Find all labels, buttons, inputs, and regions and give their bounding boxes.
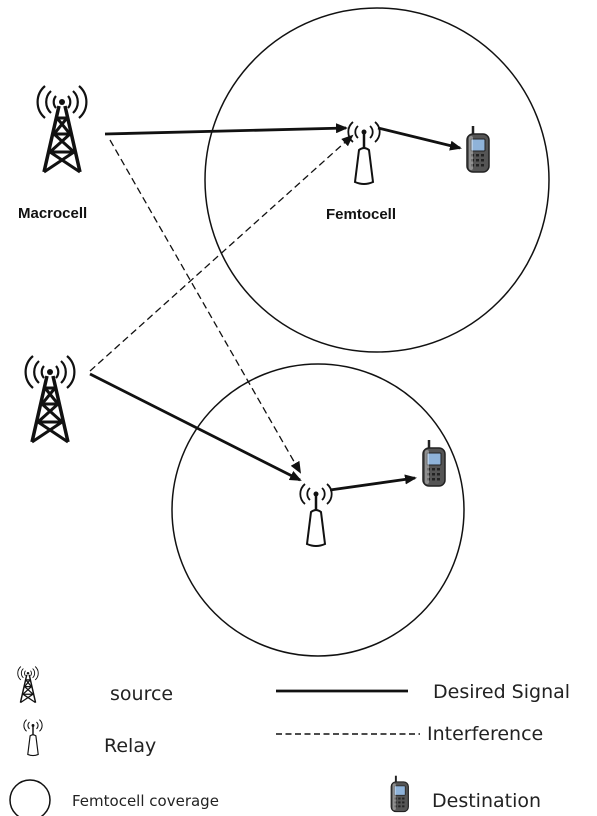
femtocell-coverage-bottom [171, 363, 465, 657]
desired-signal-bottom-relay-to-phone [329, 474, 417, 492]
bottom-phone-icon [421, 438, 447, 488]
legend-source-icon [17, 665, 39, 704]
legend-destination-icon [390, 774, 410, 813]
femtocell-coverage-top [204, 7, 550, 353]
legend-source-label: source [110, 683, 173, 705]
second-tower-icon [23, 354, 77, 444]
interference-line-macro-to-bottom-relay [109, 139, 301, 474]
legend: source Relay Femtocell coverage Desired … [9, 665, 570, 816]
desired-signal-top-relay-to-phone [377, 126, 462, 151]
desired-signal-bottom-tower-to-relay [89, 372, 302, 482]
macrocell-label: Macrocell [18, 205, 87, 222]
macrocell-tower-icon [35, 84, 89, 174]
desired-signal-macro-to-top-relay [104, 123, 348, 136]
femtocell-label: Femtocell [326, 206, 396, 223]
legend-interference-label: Interference [427, 723, 543, 745]
top-relay-icon [347, 120, 381, 186]
legend-desired-label: Desired Signal [433, 681, 570, 703]
bottom-relay-icon [299, 482, 333, 548]
legend-coverage-icon [9, 779, 51, 816]
legend-destination-label: Destination [432, 790, 541, 812]
legend-relay-icon [23, 718, 43, 757]
legend-relay-label: Relay [104, 735, 156, 757]
legend-coverage-label: Femtocell coverage [72, 792, 219, 810]
top-phone-icon [465, 124, 491, 174]
interference-line-bottom-tower-to-top-relay [89, 134, 354, 372]
